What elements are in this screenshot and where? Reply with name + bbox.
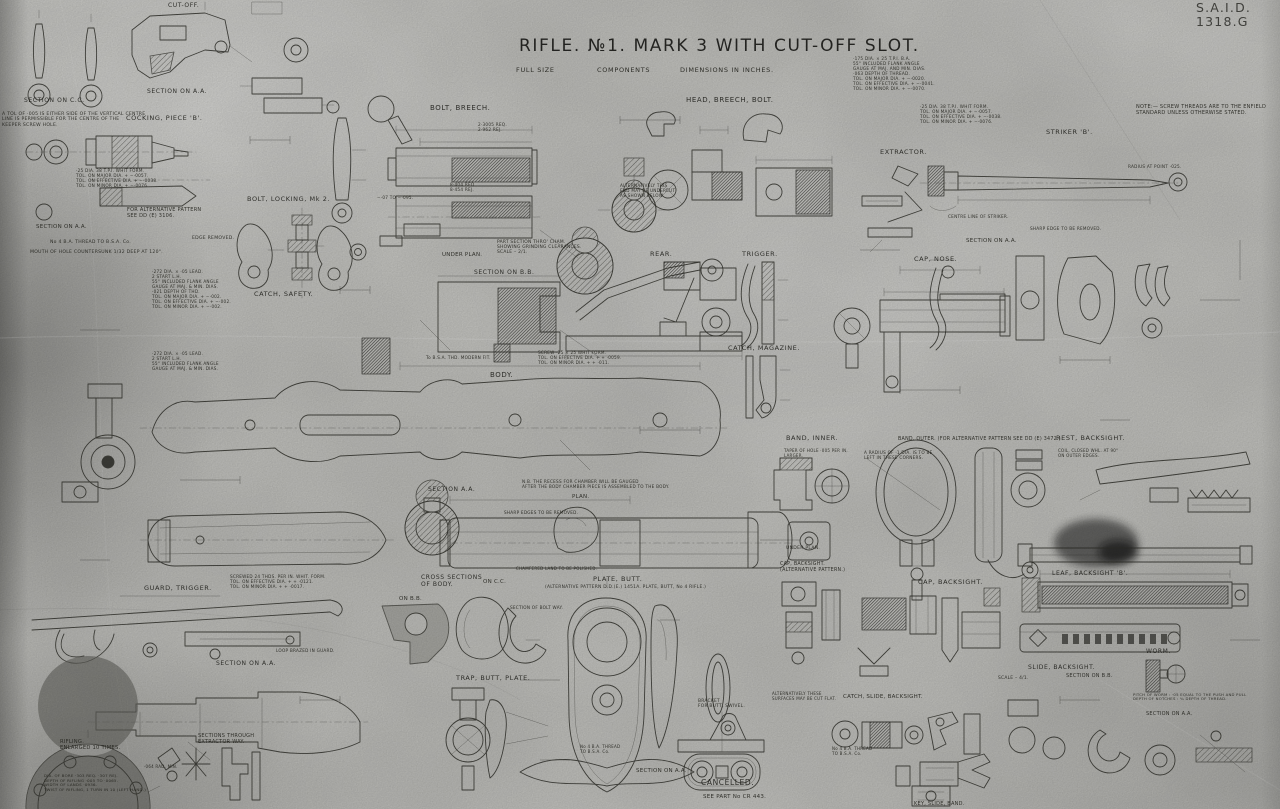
lbl-on-bb: ON B.B. — [399, 596, 422, 602]
lbl-catch-safety: CATCH, SAFETY. — [254, 290, 314, 298]
lbl-cancelled: CANCELLED. — [701, 778, 755, 787]
lbl-see-part: SEE PART No CR 443. — [703, 794, 767, 800]
lbl-extractor: EXTRACTOR. — [880, 148, 927, 156]
lbl-rest-backsight: REST, BACKSIGHT. — [1056, 434, 1126, 442]
subtitle-full-size: FULL SIZE — [516, 66, 555, 74]
lbl-centre-striker: CENTRE LINE OF STRIKER. — [948, 214, 1009, 219]
lbl-note-keeper: A TOL OF ·005 IS EITHER SIDE OF THE VERT… — [2, 112, 146, 128]
lbl-catch-slide: CATCH, SLIDE, BACKSIGHT. — [843, 694, 923, 700]
lbl-section-aa-1: SECTION ON A.A. — [147, 88, 208, 95]
lbl-tol-whit-left: ·25 DIA. 38 T.P.I. WHIT FORM. TOL. ON MA… — [76, 168, 158, 188]
lbl-bracket-swivel: BRACKET FOR BUTT, SWIVEL. — [698, 699, 746, 710]
lbl-section-aa-2: SECTION ON A.A. — [36, 224, 87, 230]
lbl-key-slide: KEY, SLIDE, BAND. — [914, 801, 965, 807]
document-id-line2: 1318.G — [1196, 13, 1249, 29]
lbl-section-aa-nose: SECTION ON A.A. — [966, 238, 1017, 244]
lbl-tol-body: SCREW ·25 × 25 WHIT FORM. TOL. ON EFFECT… — [538, 350, 622, 365]
lbl-section-bb-2: SECTION ON B.B. — [1066, 673, 1113, 679]
lbl-sharp-edge-striker: SHARP EDGE TO BE REMOVED. — [1030, 226, 1102, 231]
lbl-guard-trigger: GUARD, TRIGGER. — [144, 584, 212, 592]
lbl-catch-magazine: CATCH, MAGAZINE. — [728, 344, 801, 352]
lbl-tol-guard: SCREWED 24 THDS. PER IN. WHIT. FORM. TOL… — [230, 574, 326, 589]
lbl-plate-butt-2: (ALTERNATIVE PATTERN D.D.(E.) 1451A. PLA… — [545, 585, 707, 590]
subtitle-components: COMPONENTS — [597, 66, 651, 74]
lbl-band-inner: BAND, INNER. — [786, 434, 839, 442]
lbl-slide-backsight: SLIDE, BACKSIGHT. — [1028, 664, 1096, 671]
document-id-line1: S.A.I.D. — [1196, 0, 1252, 15]
lbl-note-threads: NOTE:— SCREW THREADS ARE TO THE ENFIELD … — [1136, 104, 1267, 116]
lbl-coil-note: COIL, CLOSED WHL. AT 90° ON OUTER EDGES. — [1058, 448, 1119, 458]
lbl-radius-point: RADIUS AT POINT ·025. — [1128, 164, 1182, 169]
lbl-rear: REAR. — [650, 250, 673, 258]
lbl-loop-brazed: LOOP BRAZED IN GUARD. — [276, 648, 335, 653]
lbl-tol-272-b: ·272 DIA. × ·05 LEAD. 2 START L.H. 55° I… — [152, 351, 219, 371]
lbl-rad-min: ·064 RAD. MIN. — [144, 764, 178, 769]
lbl-ba-thread-3: No 4 B.A. THREAD TO B.S.A. Co. — [832, 746, 873, 756]
lbl-cap-backsight-alt: CAP, BACKSIGHT. (ALTERNATIVE PATTERN.) — [780, 562, 846, 573]
lbl-band-outer: BAND, OUTER. (FOR ALTERNATIVE PATTERN SE… — [898, 437, 1061, 442]
lbl-tol-272-a: ·272 DIA. × ·05 LEAD. 2 START L.H. 55° I… — [152, 269, 231, 309]
lbl-leaf-backsight: LEAF, BACKSIGHT 'B'. — [1052, 570, 1129, 577]
lbl-rifling: RIFLING. ENLARGED 10 TIMES. — [60, 739, 121, 752]
lbl-trap-butt: TRAP, BUTT, PLATE. — [456, 674, 531, 682]
lbl-part-section: PART SECTION THRO' CHAM. SHOWING GRINDIN… — [497, 240, 582, 256]
lbl-section-bb: SECTION ON B.B. — [474, 269, 535, 276]
lbl-nb-recess: N.B. THE RECESS FOR CHAMBER WILL BE GAUG… — [522, 479, 670, 489]
lbl-cross-sections: CROSS SECTIONS OF BODY. — [421, 574, 483, 589]
lbl-section-boltway: SECTION OF BOLT WAY. — [510, 605, 564, 610]
lbl-section-aa-mid: SECTION A.A. — [428, 486, 476, 493]
lbl-ba-thread-2: No 4 B.A. THREAD TO B.S.A. Co. — [580, 744, 621, 754]
lbl-section-aa-worm: SECTION ON A.A. — [1146, 711, 1193, 717]
document-id: S.A.I.D. 1318.G — [1196, 1, 1251, 29]
lbl-alt-surfaces: ALTERNATIVELY THESE SURFACES MAY BE CUT … — [772, 691, 837, 701]
lbl-bolt-breech: BOLT, BREECH. — [430, 104, 491, 112]
lbl-under-plan-2: UNDER PLAN. — [786, 546, 821, 551]
lbl-tol-25whit: ·25 DIA. 38 T.P.I. WHIT FORM. TOL. ON MA… — [920, 104, 1002, 124]
lbl-dim-bolt-2: 8·404 REQ. 8·454 REJ. — [450, 182, 477, 192]
lbl-section-aa-guard: SECTION ON A.A. — [216, 660, 277, 667]
lbl-taper-hole: TAPER OF HOLE ·005 PER IN. LARGER. — [784, 448, 848, 458]
lbl-cap-nose: CAP, NOSE. — [914, 255, 958, 263]
lbl-under-plan-1: UNDER PLAN. — [442, 252, 483, 258]
lbl-striker: STRIKER 'B'. — [1046, 128, 1093, 136]
lbl-dim-neg07: −·07 TO −·095. — [377, 195, 414, 200]
subtitle-dimensions: DIMENSIONS IN INCHES. — [680, 66, 774, 74]
lbl-tol-175: ·175 DIA. × 25 T.P.I. B.A. 55° INCLUDED … — [853, 56, 935, 91]
lbl-radius-corners: A RADIUS OF ·1 DIA. IS TO BE LEFT IN THE… — [864, 450, 933, 460]
lbl-cap-backsight: CAP, BACKSIGHT. — [918, 578, 983, 586]
lbl-dim-bolt-1: 2·3005 REQ. 2·962 REJ. — [478, 122, 507, 132]
lbl-rifling-data: DIA. OF BORE ·303 REQ. ·307 REJ. DEPTH O… — [44, 773, 146, 792]
lbl-on-cc: ON C.C. — [483, 579, 507, 585]
lbl-head-breech: HEAD, BREECH, BOLT. — [686, 96, 774, 104]
lbl-sections-extractor: SECTIONS THROUGH EXTRACTOR WAY. — [198, 733, 255, 745]
lbl-plan: PLAN. — [572, 494, 590, 500]
lbl-section-aa-plate: SECTION ON A.A. — [636, 768, 687, 774]
lbl-plate-butt-1: PLATE, BUTT. — [593, 575, 643, 583]
lbl-edge-removed: EDGE REMOVED. — [192, 236, 235, 241]
lbl-worm: WORM. — [1146, 648, 1171, 655]
lbl-cut-off: CUT-OFF. — [168, 2, 200, 9]
lbl-section-cc: SECTION ON C.C. — [24, 97, 85, 104]
lbl-countersunk: MOUTH OF HOLE COUNTERSUNK 1/32 DEEP AT 1… — [30, 250, 164, 255]
lbl-chamfered: CHAMFERED LAND TO BE POLISHED. — [516, 566, 598, 571]
lbl-scale-41: SCALE – 4/1. — [998, 676, 1029, 681]
lbl-ba-thread: No 4 B.A. THREAD TO B.S.A. Co. — [50, 240, 131, 245]
lbl-bolt-locking: BOLT, LOCKING, Mk 2. — [247, 195, 331, 203]
lbl-sharp-edges: SHARP EDGES TO BE REMOVED. — [504, 510, 579, 515]
page-title: RIFLE. №1. MARK 3 WITH CUT-OFF SLOT. — [519, 36, 920, 56]
lbl-alt-undercut: ALTERNATIVELY THIS END MAY BE UNDERCUT A… — [620, 183, 676, 198]
lbl-body: BODY. — [490, 371, 514, 379]
lbl-pitch-worm: PITCH OF WORM : ·05 EQUAL TO THE PUSH AN… — [1133, 692, 1247, 702]
lbl-alt-pattern-3106: FOR ALTERNATIVE PATTERN SEE DD (E) 3106. — [127, 207, 202, 219]
lbl-bsa-fit: To B.S.A. THD. MODERN FIT. — [426, 355, 491, 360]
lbl-trigger: TRIGGER. — [742, 250, 778, 258]
